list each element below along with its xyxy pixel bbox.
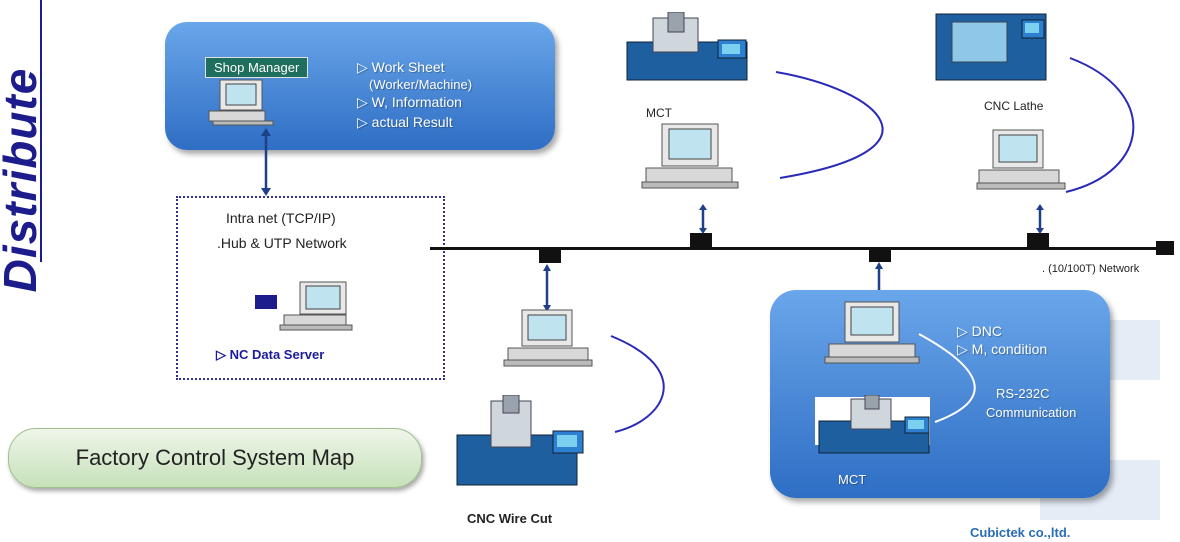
- cnc-wire-cut-machine-icon: [456, 395, 584, 486]
- dnc-mct-label: MCT: [838, 472, 867, 487]
- nc-data-server-computer-icon: [255, 281, 353, 331]
- shop-manager-computer-icon: [208, 79, 274, 126]
- caption-text: Factory Control System Map: [75, 445, 355, 470]
- caption-pill: Factory Control System Map: [8, 428, 422, 488]
- company-logo: Cubictek co.,ltd.: [970, 525, 1071, 540]
- wire-cut-computer-icon: [503, 309, 593, 367]
- dnc-mct-machine-icon: [818, 395, 930, 454]
- rs232c-cable: [918, 333, 976, 423]
- nc-data-server-label: ▷ NC Data Server: [216, 347, 325, 362]
- side-title: Distribute: [0, 67, 44, 293]
- shop-manager-label: Shop Manager: [205, 57, 309, 78]
- mct-top-computer-icon: [641, 123, 739, 189]
- network-hub: [539, 249, 561, 263]
- shop-manager-item: (Worker/Machine): [369, 77, 473, 92]
- network-bus: [430, 247, 1170, 250]
- shop-manager-item: ▷ Work Sheet: [357, 59, 445, 75]
- cnc-lathe-computer-icon: [976, 129, 1066, 190]
- dnc-computer-icon: [824, 301, 920, 364]
- shop-manager-item: ▷ W, Information: [357, 94, 462, 110]
- network-hub: [1027, 233, 1049, 247]
- shop-manager-item: ▷ actual Result: [357, 114, 453, 130]
- wire-cut-link-arrow: [543, 264, 551, 312]
- network-hub: [690, 233, 712, 247]
- rs232c-communication-label: Communication: [986, 405, 1077, 420]
- mct-machine-icon: [626, 12, 748, 81]
- mct-top-link-arrow: [699, 204, 707, 234]
- network-hub: [869, 248, 891, 262]
- shop-manager-link-arrow: [261, 128, 271, 196]
- network-label: . (10/100T) Network: [1042, 263, 1140, 275]
- network-end-terminator: [1156, 241, 1174, 255]
- dnc-item: ▷ M, condition: [957, 341, 1048, 357]
- cnc-wire-cut-label: CNC Wire Cut: [467, 511, 553, 526]
- wire-cut-serial-cable: [610, 335, 665, 433]
- intranet-line1: Intra net (TCP/IP): [226, 210, 336, 226]
- dnc-item: ▷ DNC: [957, 323, 1002, 339]
- cnc-lathe-machine-icon: [935, 13, 1047, 81]
- dnc-panel: [770, 290, 1110, 498]
- cnc-lathe-serial-cable: [1065, 57, 1135, 193]
- rs232c-label: RS-232C: [996, 386, 1050, 401]
- cnc-lathe-link-arrow: [1036, 204, 1044, 234]
- intranet-line2: .Hub & UTP Network: [217, 235, 347, 251]
- mct-top-serial-cable: [775, 71, 884, 179]
- mct-top-label: MCT: [646, 106, 672, 120]
- side-title-rule: [40, 0, 42, 262]
- cnc-lathe-label: CNC Lathe: [984, 99, 1044, 113]
